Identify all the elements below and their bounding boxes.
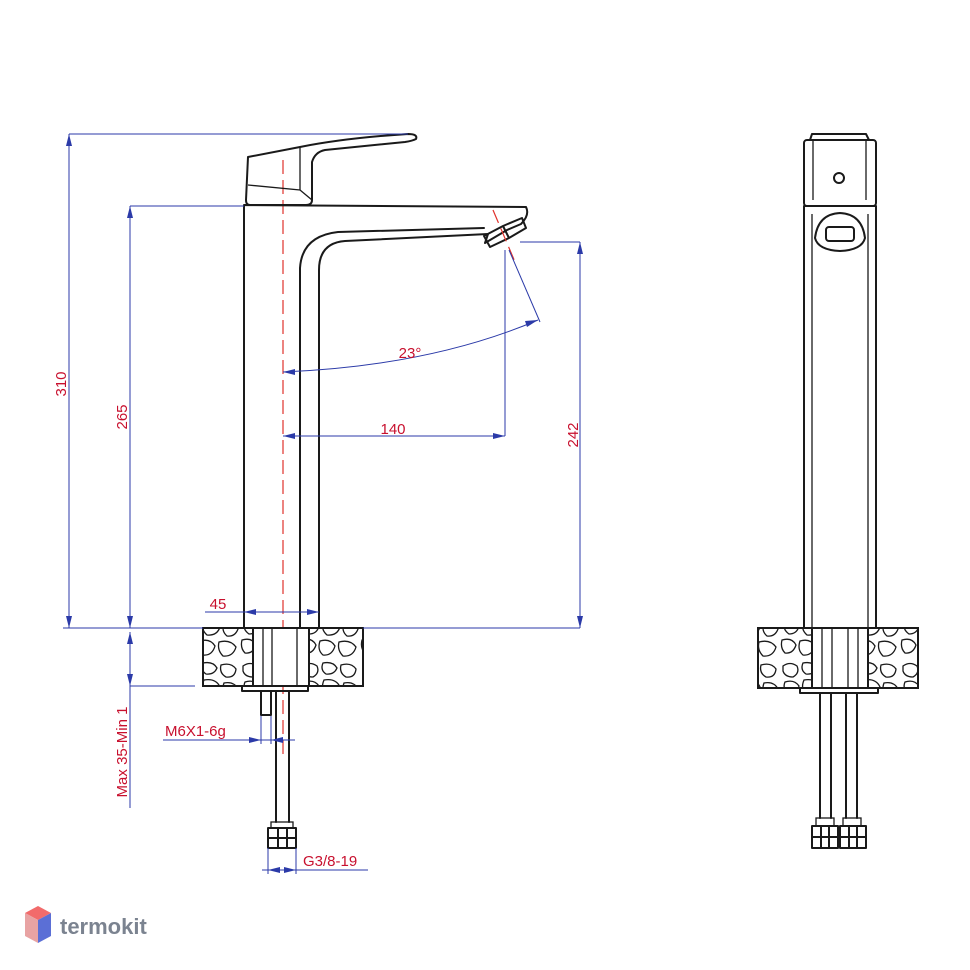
outlet-axis bbox=[492, 209, 516, 263]
side-body-edges bbox=[811, 214, 869, 628]
side-hoses bbox=[819, 692, 858, 819]
side-spout-opening bbox=[814, 212, 866, 252]
mounting-shank bbox=[252, 627, 310, 687]
lever-handle bbox=[245, 133, 418, 206]
dim-total-height: 310 bbox=[53, 371, 70, 396]
mounting-washer bbox=[241, 685, 309, 692]
aerator bbox=[483, 217, 527, 248]
front-dimensions: 310 265 Max 35-Min 1 242 140 23° bbox=[53, 133, 583, 874]
lever-edge bbox=[247, 184, 313, 201]
dim-reach: 140 bbox=[380, 421, 405, 438]
hose-nut bbox=[267, 827, 297, 849]
brand-logo: termokit bbox=[25, 906, 147, 943]
dim-countertop: Max 35-Min 1 bbox=[114, 707, 131, 798]
side-body bbox=[803, 205, 877, 629]
logo-wordmark: termokit bbox=[60, 914, 147, 939]
side-hose-nut-right bbox=[839, 825, 867, 849]
spout-inner bbox=[299, 227, 485, 629]
dim-base: 45 bbox=[210, 596, 227, 613]
side-shank bbox=[811, 627, 869, 689]
dim-spout-height: 265 bbox=[114, 404, 131, 429]
logo-cube-right bbox=[38, 913, 51, 943]
side-ferrule-left bbox=[815, 817, 835, 827]
mounting-stud bbox=[260, 690, 272, 716]
side-lever-edges bbox=[812, 140, 867, 200]
hose-ferrule bbox=[270, 821, 294, 829]
side-aerator bbox=[825, 226, 855, 242]
dim-hose-thread: G3/8-19 bbox=[303, 853, 357, 870]
dim-outlet-height: 242 bbox=[565, 422, 582, 447]
side-lever-top bbox=[809, 133, 870, 141]
side-view bbox=[757, 133, 919, 849]
side-washer bbox=[799, 687, 879, 694]
logo-cube-left bbox=[25, 913, 38, 943]
tap-body bbox=[243, 204, 529, 629]
dim-mount-thread: M6X1-6g bbox=[165, 723, 226, 740]
side-indicator-dot bbox=[833, 172, 845, 184]
front-view bbox=[202, 133, 529, 849]
dim-angle: 23° bbox=[399, 345, 422, 362]
side-hose-nut-left bbox=[811, 825, 839, 849]
side-ferrule-right bbox=[842, 817, 862, 827]
